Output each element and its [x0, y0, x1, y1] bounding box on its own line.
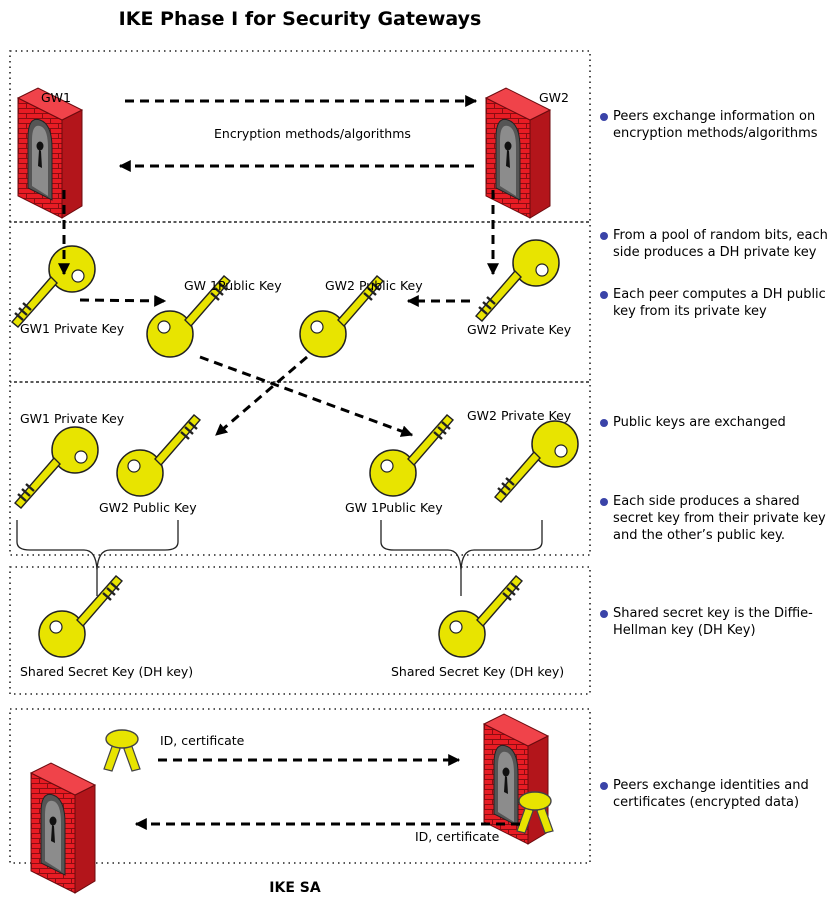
gw1-label: GW1 — [41, 90, 71, 105]
gw2-public-key-label: GW2 Public Key — [325, 278, 423, 293]
page-title: IKE Phase I for Security Gateways — [118, 8, 482, 30]
s3-gw1-public-key-icon — [368, 413, 455, 498]
id-left-firewall — [30, 762, 96, 894]
s3-gw1-public-key-label: GW 1Public Key — [345, 500, 443, 515]
s3-gw1-private-key-label: GW1 Private Key — [20, 411, 125, 426]
bullet-icon — [600, 782, 608, 790]
note-item: Peers exchange identities and certificat… — [600, 777, 832, 811]
brace-left — [16, 520, 179, 571]
gw1-private-key-label: GW1 Private Key — [20, 321, 125, 336]
note-text: Shared secret key is the Diffie-Hellman … — [613, 606, 813, 638]
note-item: Shared secret key is the Diffie-Hellman … — [600, 605, 832, 639]
bullet-icon — [600, 419, 608, 427]
s3-gw1-private-key-icon — [13, 425, 100, 510]
note-text: From a pool of random bits, each side pr… — [613, 228, 828, 260]
gw2-label: GW2 — [539, 90, 569, 105]
id-certificate-top-label: ID, certificate — [160, 733, 245, 748]
s3-gw2-private-key-label: GW2 Private Key — [467, 408, 572, 423]
gw1-public-key-label: GW 1Public Key — [184, 278, 282, 293]
shared-key-right-icon — [437, 574, 524, 659]
section-box-2 — [9, 221, 591, 383]
bullet-icon — [600, 232, 608, 240]
note-item: Each side produces a shared secret key f… — [600, 493, 832, 544]
note-text: Peers exchange information on encryption… — [613, 109, 818, 141]
id-certificate-bottom-label: ID, certificate — [415, 829, 500, 844]
shared-secret-right-label: Shared Secret Key (DH key) — [391, 664, 565, 679]
note-text: Each side produces a shared secret key f… — [613, 494, 826, 543]
gw2-firewall — [485, 87, 551, 219]
arrow-gw1-priv-to-pub — [79, 294, 167, 307]
section-box-3 — [9, 381, 591, 556]
bullet-icon — [600, 113, 608, 121]
note-item: Peers exchange information on encryption… — [600, 108, 832, 142]
note-item: Each peer computes a DH public key from … — [600, 286, 832, 320]
note-text: Each peer computes a DH public key from … — [613, 287, 826, 319]
bullet-icon — [600, 498, 608, 506]
gw2-private-key-label: GW2 Private Key — [467, 322, 572, 337]
note-text: Peers exchange identities and certificat… — [613, 778, 809, 810]
section-box-5 — [9, 708, 591, 864]
arrow-gw1-pub-exchange — [199, 355, 414, 437]
section-box-4 — [9, 566, 591, 695]
note-text: Public keys are exchanged — [613, 415, 786, 430]
gw1-private-key-icon — [10, 244, 97, 329]
shared-secret-left-label: Shared Secret Key (DH key) — [20, 664, 194, 679]
gw2-private-key-icon — [474, 238, 561, 323]
bullet-icon — [600, 291, 608, 299]
gw1-firewall — [17, 87, 83, 219]
footer-title: IKE SA — [269, 880, 321, 896]
note-item: Public keys are exchanged — [600, 414, 832, 431]
s3-gw2-private-key-icon — [493, 419, 580, 504]
shared-key-left-icon — [37, 574, 124, 659]
bullet-icon — [600, 610, 608, 618]
certificate-seal-left-icon — [103, 729, 141, 772]
arrow-gw2-pub-exchange — [215, 355, 308, 437]
s3-gw2-public-key-icon — [115, 413, 202, 498]
brace-right — [380, 520, 543, 571]
s3-gw2-public-key-label: GW2 Public Key — [99, 500, 197, 515]
encryption-methods-label: Encryption methods/algorithms — [214, 126, 411, 141]
section-box-1 — [9, 50, 591, 223]
note-item: From a pool of random bits, each side pr… — [600, 227, 832, 261]
